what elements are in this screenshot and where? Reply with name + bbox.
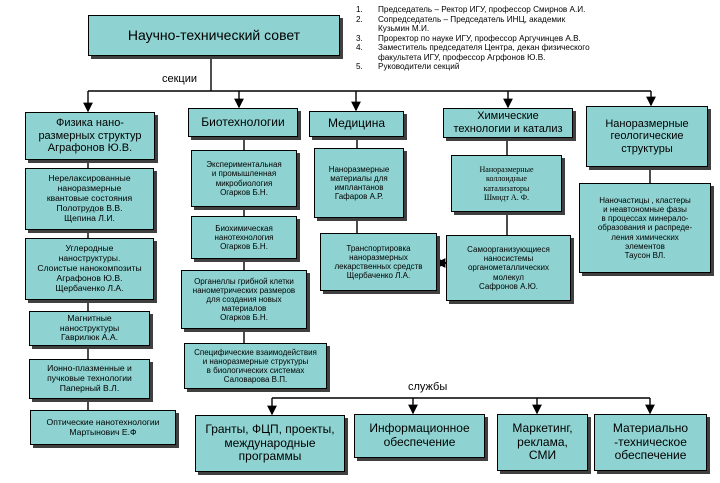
chemistry-item: Самоорганизующиеся наносистемы органомет… xyxy=(446,235,571,301)
geology-item: Наночастицы , кластеры и неавтономные фа… xyxy=(579,183,711,273)
sections-label: секции xyxy=(162,73,198,85)
members-list: 1.Председатель – Ректор ИГУ, профессор С… xyxy=(356,5,716,72)
council-title: Научно-технический совет xyxy=(127,27,301,44)
biotech-item: Биохимическая нанотехнология Огарков Б.Н… xyxy=(191,216,297,259)
section-chemistry: Химические технологии и катализ xyxy=(443,108,573,138)
biotech-item: Экспериментальная и промышленная микроби… xyxy=(191,150,297,207)
council-box: Научно-технический совет xyxy=(88,15,340,56)
physics-item: Нерелаксированные наноразмерные квантовы… xyxy=(25,168,154,230)
service-marketing: Маркетинг, реклама, СМИ xyxy=(497,414,588,471)
members-list-item: 1.Председатель – Ректор ИГУ, профессор С… xyxy=(356,5,586,14)
medicine-item: Наноразмерные материалы для имплантанов … xyxy=(314,148,404,218)
biotech-item: Специфические взаимодействия и наноразме… xyxy=(184,343,327,389)
physics-item: Магнитные наноструктуры Гаврилюк А.А. xyxy=(29,311,150,346)
section-physics: Физика нано- размерных структур Аграфоно… xyxy=(25,112,155,160)
section-medicine: Медицина xyxy=(309,111,404,137)
physics-item: Оптические нанотехнологии Мартынович Е.Ф xyxy=(30,410,176,445)
services-label: службы xyxy=(408,381,448,393)
service-logistics: Материально -техническое обеспечение xyxy=(594,414,707,471)
medicine-item: Транспортировка наноразмерных лекарствен… xyxy=(320,233,437,291)
members-list-item: 3.Проректор по науке ИГУ, профессор Аргу… xyxy=(356,33,581,43)
section-geology: Наноразмерные геологические структуры xyxy=(586,106,708,167)
physics-item: Ионно-плазменные и пучковые технологии П… xyxy=(29,359,150,399)
chemistry-item: Наноразмерные коллоидные катализаторы Шм… xyxy=(451,155,562,212)
service-grants: Гранты, ФЦП, проекты, международные прог… xyxy=(195,415,345,472)
members-list-item: 2.Сопредседатель – Председатель ИНЦ, ака… xyxy=(356,14,566,34)
biotech-item: Органеллы грибной клетки нанометрических… xyxy=(181,270,307,329)
members-list-item: 5. Руководители секций xyxy=(356,62,460,72)
members-list-item: 4.Заместитель председателя Центра, декан… xyxy=(356,43,590,62)
service-information: Информационное обеспечение xyxy=(354,414,485,458)
section-biotech: Биотехнологии xyxy=(188,108,298,137)
physics-item: Углеродные наноструктуры. Слоистые нанок… xyxy=(25,238,154,300)
